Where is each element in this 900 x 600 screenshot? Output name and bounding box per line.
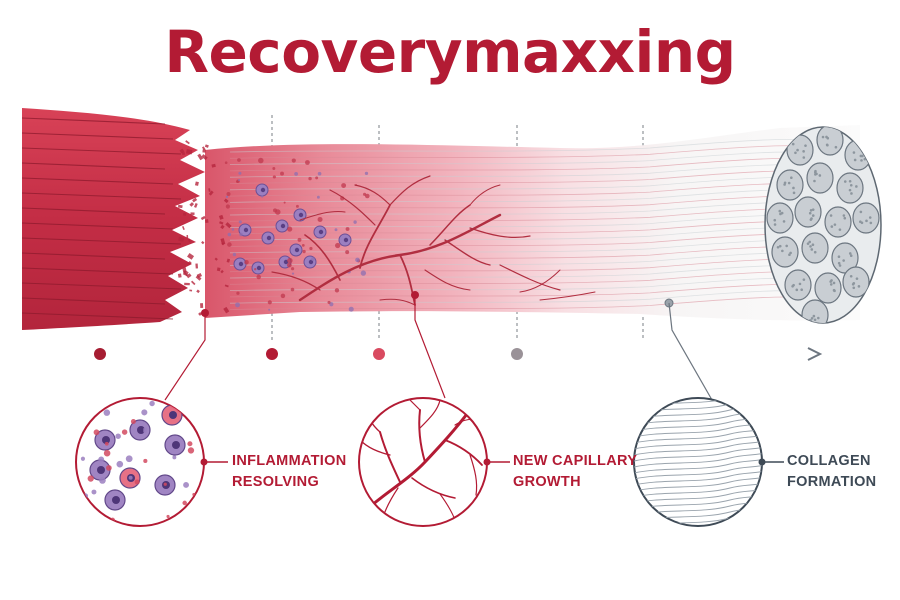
healing-tissue-band — [205, 125, 860, 321]
stage-label-line2: FORMATION — [787, 474, 877, 490]
stage-label-line2: GROWTH — [513, 474, 581, 490]
torn-muscle-section — [21, 108, 205, 330]
stage-label-collagen: COLLAGEN FORMATION — [787, 451, 876, 493]
inflammatory-cells-icon — [75, 397, 228, 527]
tissue-fibers — [229, 139, 801, 310]
stage-label-capillary: NEW CAPILLARY GROWTH — [513, 451, 637, 493]
diagram-title: Recoverymaxxing — [164, 18, 736, 86]
callout-leader-lines — [164, 295, 713, 401]
stage-label-line1: COLLAGEN — [787, 453, 871, 469]
stage-label-line1: INFLAMMATION — [232, 453, 347, 469]
capillary-network-icon — [358, 397, 510, 527]
inflammatory-cells — [224, 157, 370, 312]
stage-label-line2: RESOLVING — [232, 474, 320, 490]
stage-label-line1: NEW CAPILLARY — [513, 453, 638, 469]
collagen-fibers-icon — [633, 397, 784, 527]
recovery-timeline-axis — [94, 347, 823, 361]
stage-label-inflammation: INFLAMMATION RESOLVING — [232, 451, 346, 493]
capillary-network — [271, 175, 596, 306]
